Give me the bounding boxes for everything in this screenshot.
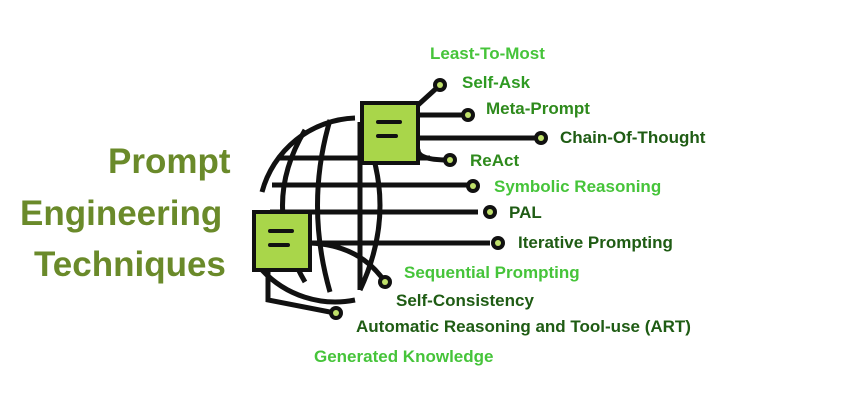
technique-label: Least-To-Most <box>430 44 545 63</box>
technique-label: Self-Consistency <box>396 291 534 310</box>
technique-label: ReAct <box>470 151 519 170</box>
connector-node-icon <box>443 153 457 167</box>
technique-label: Symbolic Reasoning <box>494 177 661 196</box>
technique-label: Self-Ask <box>462 73 531 92</box>
technique-label: Chain-Of-Thought <box>560 128 706 147</box>
connector-node-icon <box>461 108 475 122</box>
top-card-wires <box>415 82 543 163</box>
title-line-2: Engineering <box>20 194 222 233</box>
technique-label: Automatic Reasoning and Tool-use (ART) <box>356 317 691 336</box>
title-line-1: Prompt <box>108 142 231 181</box>
connector-node-icon <box>378 275 392 289</box>
title-line-3: Techniques <box>34 245 226 284</box>
connector-node-icon <box>534 131 548 145</box>
connector-nodes <box>329 78 548 320</box>
bottom-note-card-icon <box>252 210 312 272</box>
bottom-card-wires <box>265 240 388 316</box>
technique-label: Sequential Prompting <box>404 263 580 282</box>
technique-labels: Least-To-Most Self-Ask Meta-Prompt Chain… <box>314 44 706 366</box>
connector-node-icon <box>466 179 480 193</box>
top-note-card-icon <box>360 101 420 165</box>
connector-node-icon <box>491 236 505 250</box>
diagram-title: Prompt Engineering Techniques <box>20 142 231 284</box>
technique-label: Iterative Prompting <box>518 233 673 252</box>
connector-node-icon <box>483 205 497 219</box>
connector-node-icon <box>433 78 447 92</box>
technique-label: Generated Knowledge <box>314 347 493 366</box>
technique-label: Meta-Prompt <box>486 99 590 118</box>
technique-label: PAL <box>509 203 542 222</box>
connector-node-icon <box>329 306 343 320</box>
